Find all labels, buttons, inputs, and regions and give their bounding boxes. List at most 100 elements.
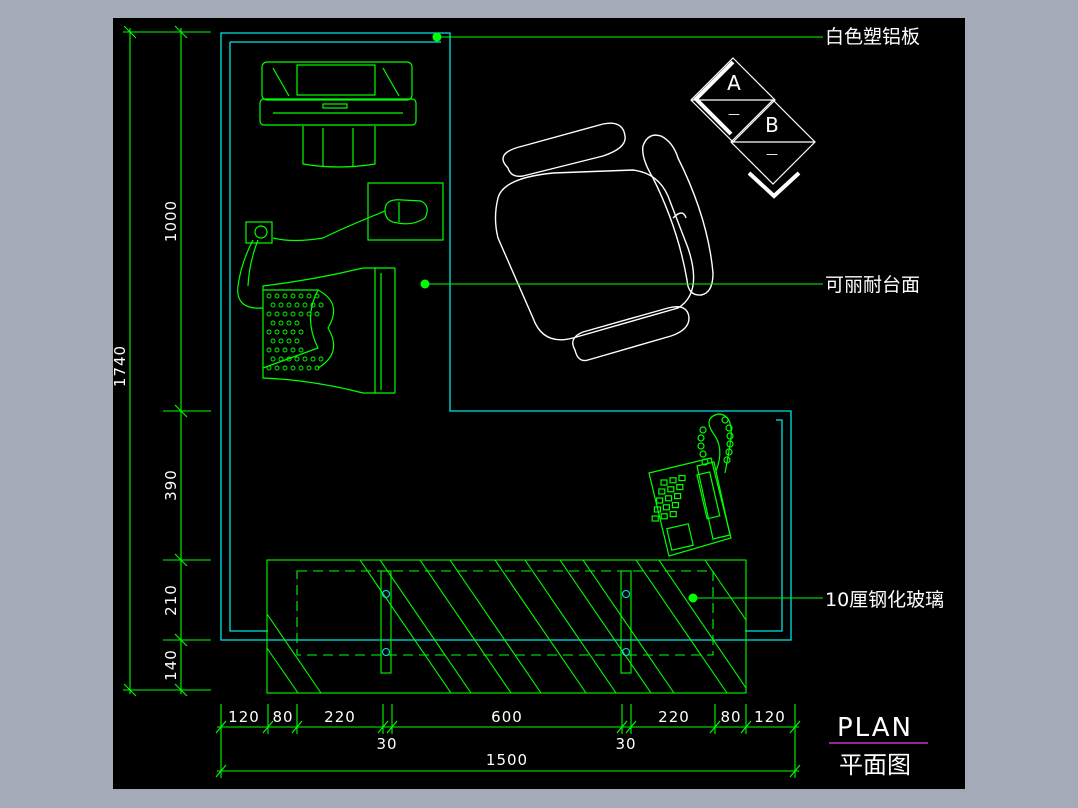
telephone-icon [648, 413, 734, 557]
pattern-dot [274, 365, 280, 371]
mouse-icon [272, 182, 444, 242]
pattern-dot [290, 329, 296, 335]
pattern-dot [266, 293, 272, 299]
pattern-dot [314, 311, 320, 317]
pattern-dot [270, 356, 276, 362]
pattern-dot [302, 356, 308, 362]
pattern-dot [294, 302, 300, 308]
phone-key [676, 484, 684, 491]
pattern-dot [282, 329, 288, 335]
pattern-dot [314, 293, 320, 299]
pattern-dot [302, 302, 308, 308]
phone-key [660, 479, 668, 486]
pattern-dot [294, 338, 300, 344]
printer-icon [262, 267, 396, 394]
glass-panel-icon [266, 559, 747, 694]
pattern-dot [286, 356, 292, 362]
phone-key [669, 511, 677, 518]
callout-dot-bottom [688, 593, 698, 603]
vertical-dimension-lines [123, 25, 211, 697]
pattern-dot [266, 347, 272, 353]
computer-monitor-icon [259, 61, 417, 168]
pattern-dot [274, 329, 280, 335]
pattern-dot [278, 302, 284, 308]
pattern-dot [266, 365, 272, 371]
pattern-dot [282, 347, 288, 353]
phone-key [660, 513, 668, 520]
pattern-dot [294, 320, 300, 326]
pattern-dot [278, 338, 284, 344]
phone-key [653, 506, 662, 513]
phone-key [669, 477, 677, 484]
callout-middle-label: 可丽耐台面 [825, 274, 920, 296]
pattern-dot [266, 329, 272, 335]
pattern-dot [310, 302, 316, 308]
pattern-dot [282, 311, 288, 317]
marker-a: A [727, 71, 741, 95]
pattern-dot [282, 293, 288, 299]
dim-h-120-left: 120 [228, 708, 260, 726]
dim-h-80-right: 80 [720, 708, 741, 726]
dim-1000: 1000 [162, 200, 180, 242]
marker-b: B [765, 113, 779, 137]
pattern-dot [298, 365, 304, 371]
desk-outline [220, 32, 792, 641]
dim-140: 140 [162, 649, 180, 681]
dim-h-120-right: 120 [754, 708, 786, 726]
pattern-dot [282, 365, 288, 371]
dim-h-80-left: 80 [272, 708, 293, 726]
pattern-dot [306, 365, 312, 371]
pattern-dot [286, 320, 292, 326]
dim-h-600: 600 [491, 708, 523, 726]
pattern-dot [310, 356, 316, 362]
callout-dot-middle [420, 279, 430, 289]
pattern-dot [314, 365, 320, 371]
pattern-dot [278, 320, 284, 326]
pattern-dot [266, 311, 272, 317]
title-plan-cn: 平面图 [839, 751, 911, 779]
phone-key [671, 502, 680, 509]
phone-key [667, 486, 675, 493]
pattern-dot [318, 356, 324, 362]
pattern-dot [306, 311, 312, 317]
title-plan: PLAN [837, 713, 913, 743]
phone-key [664, 495, 673, 502]
pattern-dot [290, 311, 296, 317]
office-chair-icon [494, 122, 714, 362]
marker-a-sub: — [728, 107, 740, 121]
plan-drawing: A — B — 白色塑铝板 可丽耐台面 10厘钢化玻璃 1740 1000 39… [113, 25, 944, 779]
dim-390: 390 [162, 469, 180, 501]
dim-h-total: 1500 [486, 751, 528, 769]
section-marker: A — B — [690, 57, 816, 199]
callout-top-label: 白色塑铝板 [825, 26, 920, 48]
pattern-dot [290, 347, 296, 353]
phone-key [651, 515, 659, 522]
horizontal-dimension-lines [215, 704, 801, 778]
phone-key [658, 488, 666, 495]
pattern-dot [318, 302, 324, 308]
callout-bottom-label: 10厘钢化玻璃 [825, 589, 944, 611]
dim-h-30-right: 30 [615, 735, 636, 753]
pattern-dot [290, 365, 296, 371]
dim-h-220-left: 220 [324, 708, 356, 726]
pattern-dot [290, 293, 296, 299]
pattern-dot [298, 293, 304, 299]
marker-b-sub: — [766, 147, 778, 161]
pattern-dot [286, 338, 292, 344]
phone-key [678, 475, 686, 482]
power-socket-icon [237, 221, 273, 309]
pattern-dot [274, 311, 280, 317]
dim-total-height: 1740 [113, 345, 129, 387]
callout-dot-top [432, 32, 442, 42]
phone-key [673, 493, 682, 500]
pattern-dot [306, 293, 312, 299]
phone-key [662, 504, 671, 511]
pattern-dot [274, 293, 280, 299]
phone-key [655, 497, 664, 504]
pattern-dot [286, 302, 292, 308]
dim-h-220-right: 220 [658, 708, 690, 726]
pattern-dot [274, 347, 280, 353]
pattern-dot [270, 320, 276, 326]
callout-leaders [425, 36, 823, 599]
dim-210: 210 [162, 584, 180, 616]
